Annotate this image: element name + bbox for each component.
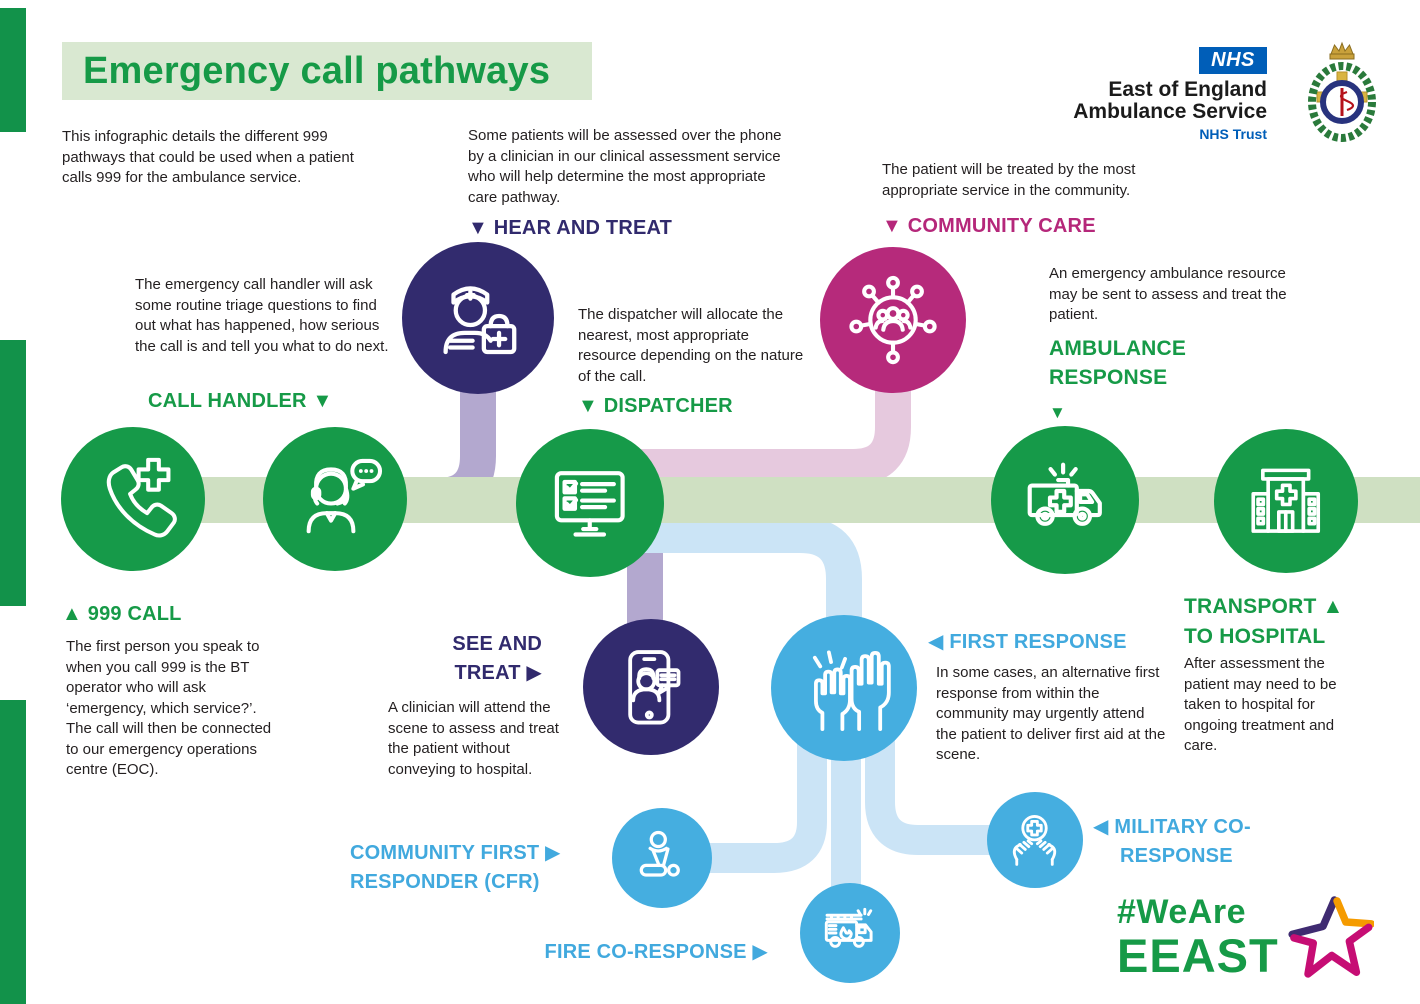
- cpr-icon: [639, 830, 680, 877]
- ambulance-response-description: An emergency ambulance resource may be s…: [1049, 265, 1287, 323]
- see-and-treat-label: SEE AND TREAT ▶: [402, 630, 542, 688]
- first-response-description: In some cases, an alternative first resp…: [936, 664, 1166, 763]
- video-consult-phone-icon: [627, 649, 681, 725]
- clinician-first-aid-icon: [443, 286, 517, 354]
- military-co-response-label: ◀ MILITARY CO- RESPONSE: [1093, 813, 1251, 871]
- node-community-care: [820, 247, 966, 393]
- hashtag-line2: EEAST: [1117, 929, 1279, 982]
- org-line1: East of England: [1108, 78, 1267, 101]
- see-and-treat-description: A clinician will attend the scene to ass…: [388, 699, 559, 778]
- raised-hands-icon: [812, 650, 891, 731]
- nhs-logo: NHS: [1199, 47, 1267, 74]
- weare-eeast-wordmark: #WeAre EEAST: [1117, 895, 1279, 979]
- nhs-trust-label: NHS Trust: [1199, 126, 1267, 142]
- eeast-star-icon: [1288, 896, 1374, 978]
- org-line2: Ambulance Service: [1073, 100, 1267, 123]
- cfr-label-line2: RESPONDER (CFR): [350, 871, 540, 893]
- intro-text: This infographic details the different 9…: [62, 128, 354, 186]
- ambulance-response-label-line1: AMBULANCE: [1049, 337, 1187, 360]
- dispatcher-label: ▼ DISPATCHER: [578, 395, 733, 417]
- page-title-block: Emergency call pathways: [62, 42, 592, 100]
- phone-cross-icon: [106, 457, 177, 538]
- node-military-co-response: [987, 792, 1083, 888]
- node-ambulance-response: [991, 426, 1139, 574]
- hashtag-line1: #WeAre: [1117, 893, 1246, 931]
- hear-and-treat-description: Some patients will be assessed over the …: [468, 127, 782, 206]
- edge-accent-bar-top: [0, 8, 26, 132]
- connector-first-response-to-cfr: [676, 698, 827, 873]
- node-call-handler: [263, 427, 407, 571]
- military-label-line1: ◀ MILITARY CO-: [1093, 816, 1251, 838]
- call-handler-label: CALL HANDLER ▼: [148, 390, 333, 412]
- dispatch-checklist-monitor-icon: [555, 471, 625, 537]
- 999-call-description: The first person you speak to when you c…: [66, 638, 272, 778]
- node-hear-and-treat: [402, 242, 554, 394]
- connector-first-response-to-military: [865, 696, 1000, 855]
- ambulance-response-arrow: ▼: [1049, 403, 1067, 422]
- transport-label-line1: TRANSPORT ▲: [1184, 595, 1344, 618]
- edge-accent-bar-bottom: [0, 700, 26, 1004]
- call-handler-headset-icon: [306, 458, 382, 533]
- ambulance-response-label: AMBULANCE RESPONSE ▼: [1049, 334, 1186, 427]
- organisation-name: East of England Ambulance Service NHS Tr…: [1000, 78, 1267, 143]
- transport-label-line2: TO HOSPITAL: [1184, 625, 1326, 648]
- call-handler-description: The emergency call handler will ask some…: [135, 276, 389, 355]
- ambulance-icon: [1027, 462, 1103, 527]
- hands-holding-cross-icon: [1013, 815, 1057, 867]
- 999-call-label: ▲ 999 CALL: [62, 603, 182, 625]
- connector-dispatcher-to-community-care: [598, 330, 911, 485]
- community-first-responder-label: COMMUNITY FIRST ▶ RESPONDER (CFR): [350, 839, 561, 897]
- node-dispatcher: [516, 429, 664, 577]
- dispatcher-description: The dispatcher will allocate the nearest…: [578, 306, 804, 385]
- see-and-treat-label-line1: SEE AND: [452, 633, 542, 655]
- eeast-crest-icon: [1308, 41, 1376, 142]
- hear-and-treat-label: ▼ HEAR AND TREAT: [468, 217, 673, 239]
- first-response-label: ◀ FIRST RESPONSE: [928, 631, 1127, 653]
- cfr-label-line1: COMMUNITY FIRST ▶: [350, 842, 561, 864]
- node-999-call: [61, 427, 205, 571]
- node-community-first-responder: [612, 808, 712, 908]
- connector-dispatcher-to-first-response: [610, 517, 862, 655]
- fire-co-response-label: FIRE CO-RESPONSE ▶: [544, 941, 768, 963]
- page-title: Emergency call pathways: [83, 49, 551, 92]
- see-and-treat-label-line2: TREAT ▶: [454, 662, 542, 684]
- nhs-logo-text: NHS: [1211, 49, 1255, 71]
- community-care-label: ▼ COMMUNITY CARE: [882, 215, 1096, 237]
- hospital-building-icon: [1251, 468, 1320, 533]
- transport-to-hospital-description: After assessment the patient may need to…: [1184, 655, 1337, 754]
- fire-engine-icon: [824, 907, 873, 948]
- community-care-description: The patient will be treated by the most …: [882, 161, 1136, 199]
- node-transport-to-hospital: [1214, 429, 1358, 573]
- node-fire-co-response: [800, 883, 900, 983]
- ambulance-response-label-line2: RESPONSE: [1049, 366, 1168, 389]
- community-network-icon: [849, 275, 937, 365]
- node-see-and-treat: [583, 619, 719, 755]
- edge-accent-bar-middle: [0, 340, 26, 606]
- military-label-line2: RESPONSE: [1120, 845, 1233, 867]
- node-first-response: [771, 615, 917, 761]
- transport-to-hospital-label: TRANSPORT ▲ TO HOSPITAL: [1184, 592, 1344, 652]
